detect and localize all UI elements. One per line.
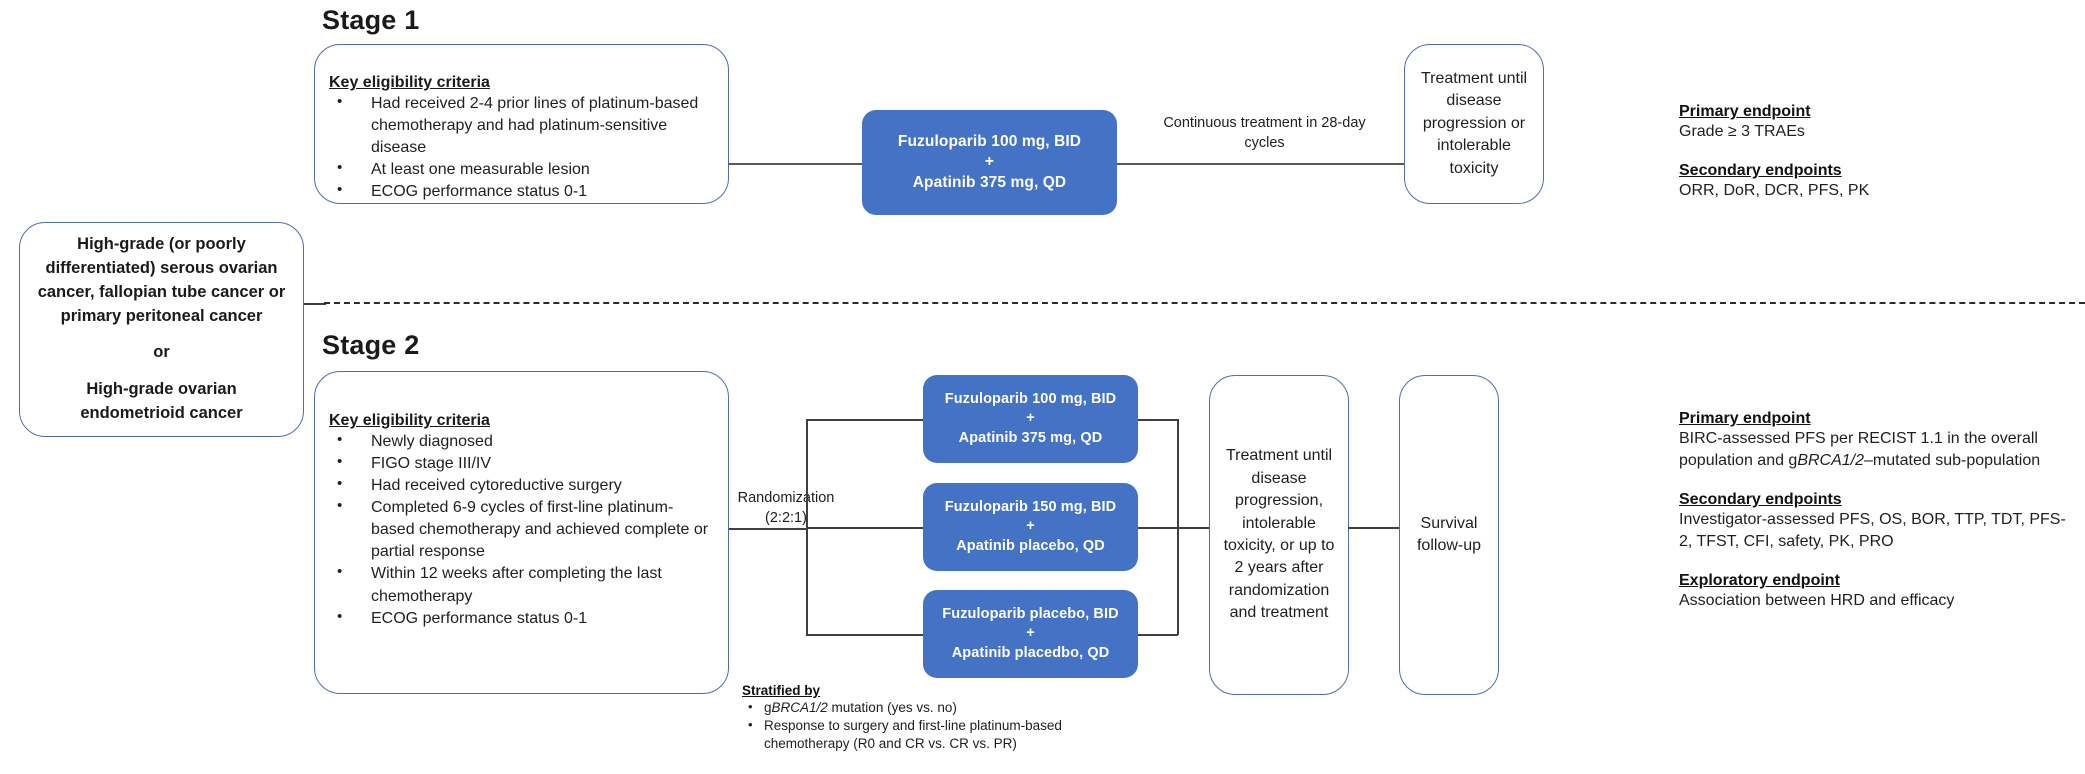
stage2-primary-post: –mutated sub-population	[1864, 452, 2041, 470]
stage1-treatment-box: Fuzuloparib 100 mg, BID + Apatinib 375 m…	[862, 110, 1117, 215]
stage2-eligibility-heading: Key eligibility criteria	[329, 412, 490, 429]
stage2-endpoints-spacer-2	[1679, 553, 2079, 572]
stage1-criterion-3: ECOG performance status 0-1	[329, 180, 716, 203]
stage2-arm-2-drug2: Apatinib placebo, QD	[956, 537, 1105, 554]
stage2-criterion-4: Completed 6-9 cycles of first-line plati…	[329, 496, 716, 563]
stage2-criterion-6: ECOG performance status 0-1	[329, 607, 716, 630]
population-box: High-grade (or poorly differentiated) se…	[19, 222, 304, 437]
stage2-arm-2-drug1: Fuzuloparib 150 mg, BID	[944, 499, 1117, 516]
stage1-primary-heading: Primary endpoint	[1679, 103, 1811, 120]
population-line1: High-grade (or poorly differentiated) se…	[37, 234, 286, 325]
stage2-randomization-stem	[729, 528, 807, 530]
stage2-stratified-item-1-gene: BRCA1/2	[771, 700, 828, 715]
stage1-eligibility-heading: Key eligibility criteria	[329, 74, 490, 91]
stage2-primary-heading: Primary endpoint	[1679, 410, 1811, 427]
stage1-treatment-drug1: Fuzuloparib 100 mg, BID	[897, 132, 1082, 150]
stage1-treatment-drug2: Apatinib 375 mg, QD	[912, 173, 1067, 191]
stage2-endpoints: Primary endpoint BIRC-assessed PFS per R…	[1679, 410, 2079, 612]
stage2-criterion-5: Within 12 weeks after completing the las…	[329, 562, 716, 607]
stage2-arm-3-plus: +	[1026, 625, 1035, 642]
stage1-endpoints-spacer	[1679, 143, 2069, 162]
population-connector	[304, 303, 326, 305]
stage2-followup-box: Survival follow-up	[1399, 375, 1499, 695]
stage2-arm-3-box: Fuzuloparib placebo, BID + Apatinib plac…	[923, 590, 1138, 678]
stage2-branch-arm1	[806, 419, 924, 421]
stage2-arm-2-box: Fuzuloparib 150 mg, BID + Apatinib place…	[923, 483, 1138, 571]
population-line2: High-grade ovarian endometrioid cancer	[80, 380, 243, 423]
stage2-arm-1-drug1: Fuzuloparib 100 mg, BID	[944, 391, 1117, 408]
stage2-exploratory-body: Association between HRD and efficacy	[1679, 592, 1955, 610]
stage2-title: Stage 2	[322, 330, 420, 360]
stage2-secondary-body: Investigator-assessed PFS, OS, BOR, TTP,…	[1679, 511, 2066, 551]
stage2-stratified-item-2: Response to surgery and first-line plati…	[742, 716, 1142, 753]
stage2-stratified: Stratified by gBRCA1/2 mutation (yes vs.…	[742, 683, 1142, 754]
stage1-flow-label: Continuous treatment in 28-day cycles	[1152, 114, 1377, 153]
stage2-stratified-heading: Stratified by	[742, 683, 821, 698]
stage2-primary-gene: BRCA1/2	[1797, 452, 1865, 470]
stage2-eligibility-list: Newly diagnosed FIGO stage III/IV Had re…	[329, 430, 716, 630]
stage-divider	[324, 302, 2085, 304]
stage2-stratified-list: gBRCA1/2 mutation (yes vs. no) Response …	[742, 698, 1142, 754]
stage2-followup-connector	[1348, 527, 1400, 529]
population-spacer2	[34, 365, 289, 378]
stage2-outcome-box: Treatment until disease progression, int…	[1209, 375, 1349, 695]
stage1-eligibility-box: Key eligibility criteria Had received 2-…	[314, 44, 729, 204]
stage2-arm-1-drug2: Apatinib 375 mg, QD	[958, 429, 1103, 446]
stage2-merge-arm2	[1138, 527, 1178, 529]
stage1-connector-1	[728, 163, 863, 165]
population-spacer	[34, 328, 289, 341]
stage2-criterion-1: Newly diagnosed	[329, 430, 716, 453]
stage2-outcome-connector	[1177, 527, 1210, 529]
stage2-stratified-item-1-post: mutation (yes vs. no)	[827, 700, 957, 715]
stage1-connector-2	[1117, 163, 1407, 165]
stage2-exploratory-heading: Exploratory endpoint	[1679, 572, 1840, 590]
stage1-criterion-2: At least one measurable lesion	[329, 158, 716, 181]
stage1-title: Stage 1	[322, 5, 420, 35]
stage1-secondary-body: ORR, DoR, DCR, PFS, PK	[1679, 182, 1870, 200]
stage1-flow-label-text: Continuous treatment in 28-day cycles	[1163, 115, 1366, 151]
stage1-outcome-box: Treatment until disease progression or i…	[1404, 44, 1544, 204]
stage2-merge-arm1	[1138, 419, 1178, 421]
stage2-secondary-heading: Secondary endpoints	[1679, 491, 1842, 509]
population-or: or	[153, 343, 170, 362]
stage2-merge-arm3	[1138, 634, 1178, 636]
stage2-randomization-label: Randomization (2:2:1)	[727, 489, 845, 528]
stage2-primary-body: BIRC-assessed PFS per RECIST 1.1 in the …	[1679, 428, 2079, 472]
stage2-primary-pre: BIRC-assessed PFS per RECIST 1.1 in the …	[1679, 430, 2038, 470]
stage1-primary-body: Grade ≥ 3 TRAEs	[1679, 123, 1805, 140]
stage1-eligibility-list: Had received 2-4 prior lines of platinum…	[329, 92, 716, 203]
stage2-randomization-ratio: (2:2:1)	[765, 509, 807, 526]
stage2-branch-arm2	[806, 527, 924, 529]
stage2-arm-1-plus: +	[1026, 410, 1035, 427]
stage1-criterion-1: Had received 2-4 prior lines of platinum…	[329, 92, 716, 159]
stage2-criterion-2: FIGO stage III/IV	[329, 452, 716, 475]
stage1-secondary-heading: Secondary endpoints	[1679, 162, 1842, 180]
stage2-stratified-item-1: gBRCA1/2 mutation (yes vs. no)	[742, 698, 1142, 717]
stage2-stratified-item-1-pre: g	[764, 700, 772, 715]
stage2-randomization-label-text: Randomization	[737, 490, 835, 506]
stage1-treatment-plus: +	[984, 153, 995, 171]
stage2-criterion-3: Had received cytoreductive surgery	[329, 474, 716, 497]
stage1-endpoints: Primary endpoint Grade ≥ 3 TRAEs Seconda…	[1679, 103, 2069, 202]
stage2-branch-arm3	[806, 634, 924, 636]
stage2-arm-2-plus: +	[1026, 518, 1035, 535]
population-text: High-grade (or poorly differentiated) se…	[20, 233, 303, 426]
stage2-arm-1-box: Fuzuloparib 100 mg, BID + Apatinib 375 m…	[923, 375, 1138, 463]
stage2-outcome-text: Treatment until disease progression, int…	[1223, 447, 1335, 622]
stage2-arm-3-drug1: Fuzuloparib placebo, BID	[942, 606, 1119, 623]
stage2-eligibility-box: Key eligibility criteria Newly diagnosed…	[314, 371, 729, 694]
stage2-followup-text: Survival follow-up	[1416, 514, 1482, 554]
stage1-outcome-text: Treatment until disease progression or i…	[1420, 70, 1528, 177]
stage2-arm-3-drug2: Apatinib placedbo, QD	[951, 644, 1110, 661]
stage2-endpoints-spacer-1	[1679, 472, 2079, 491]
